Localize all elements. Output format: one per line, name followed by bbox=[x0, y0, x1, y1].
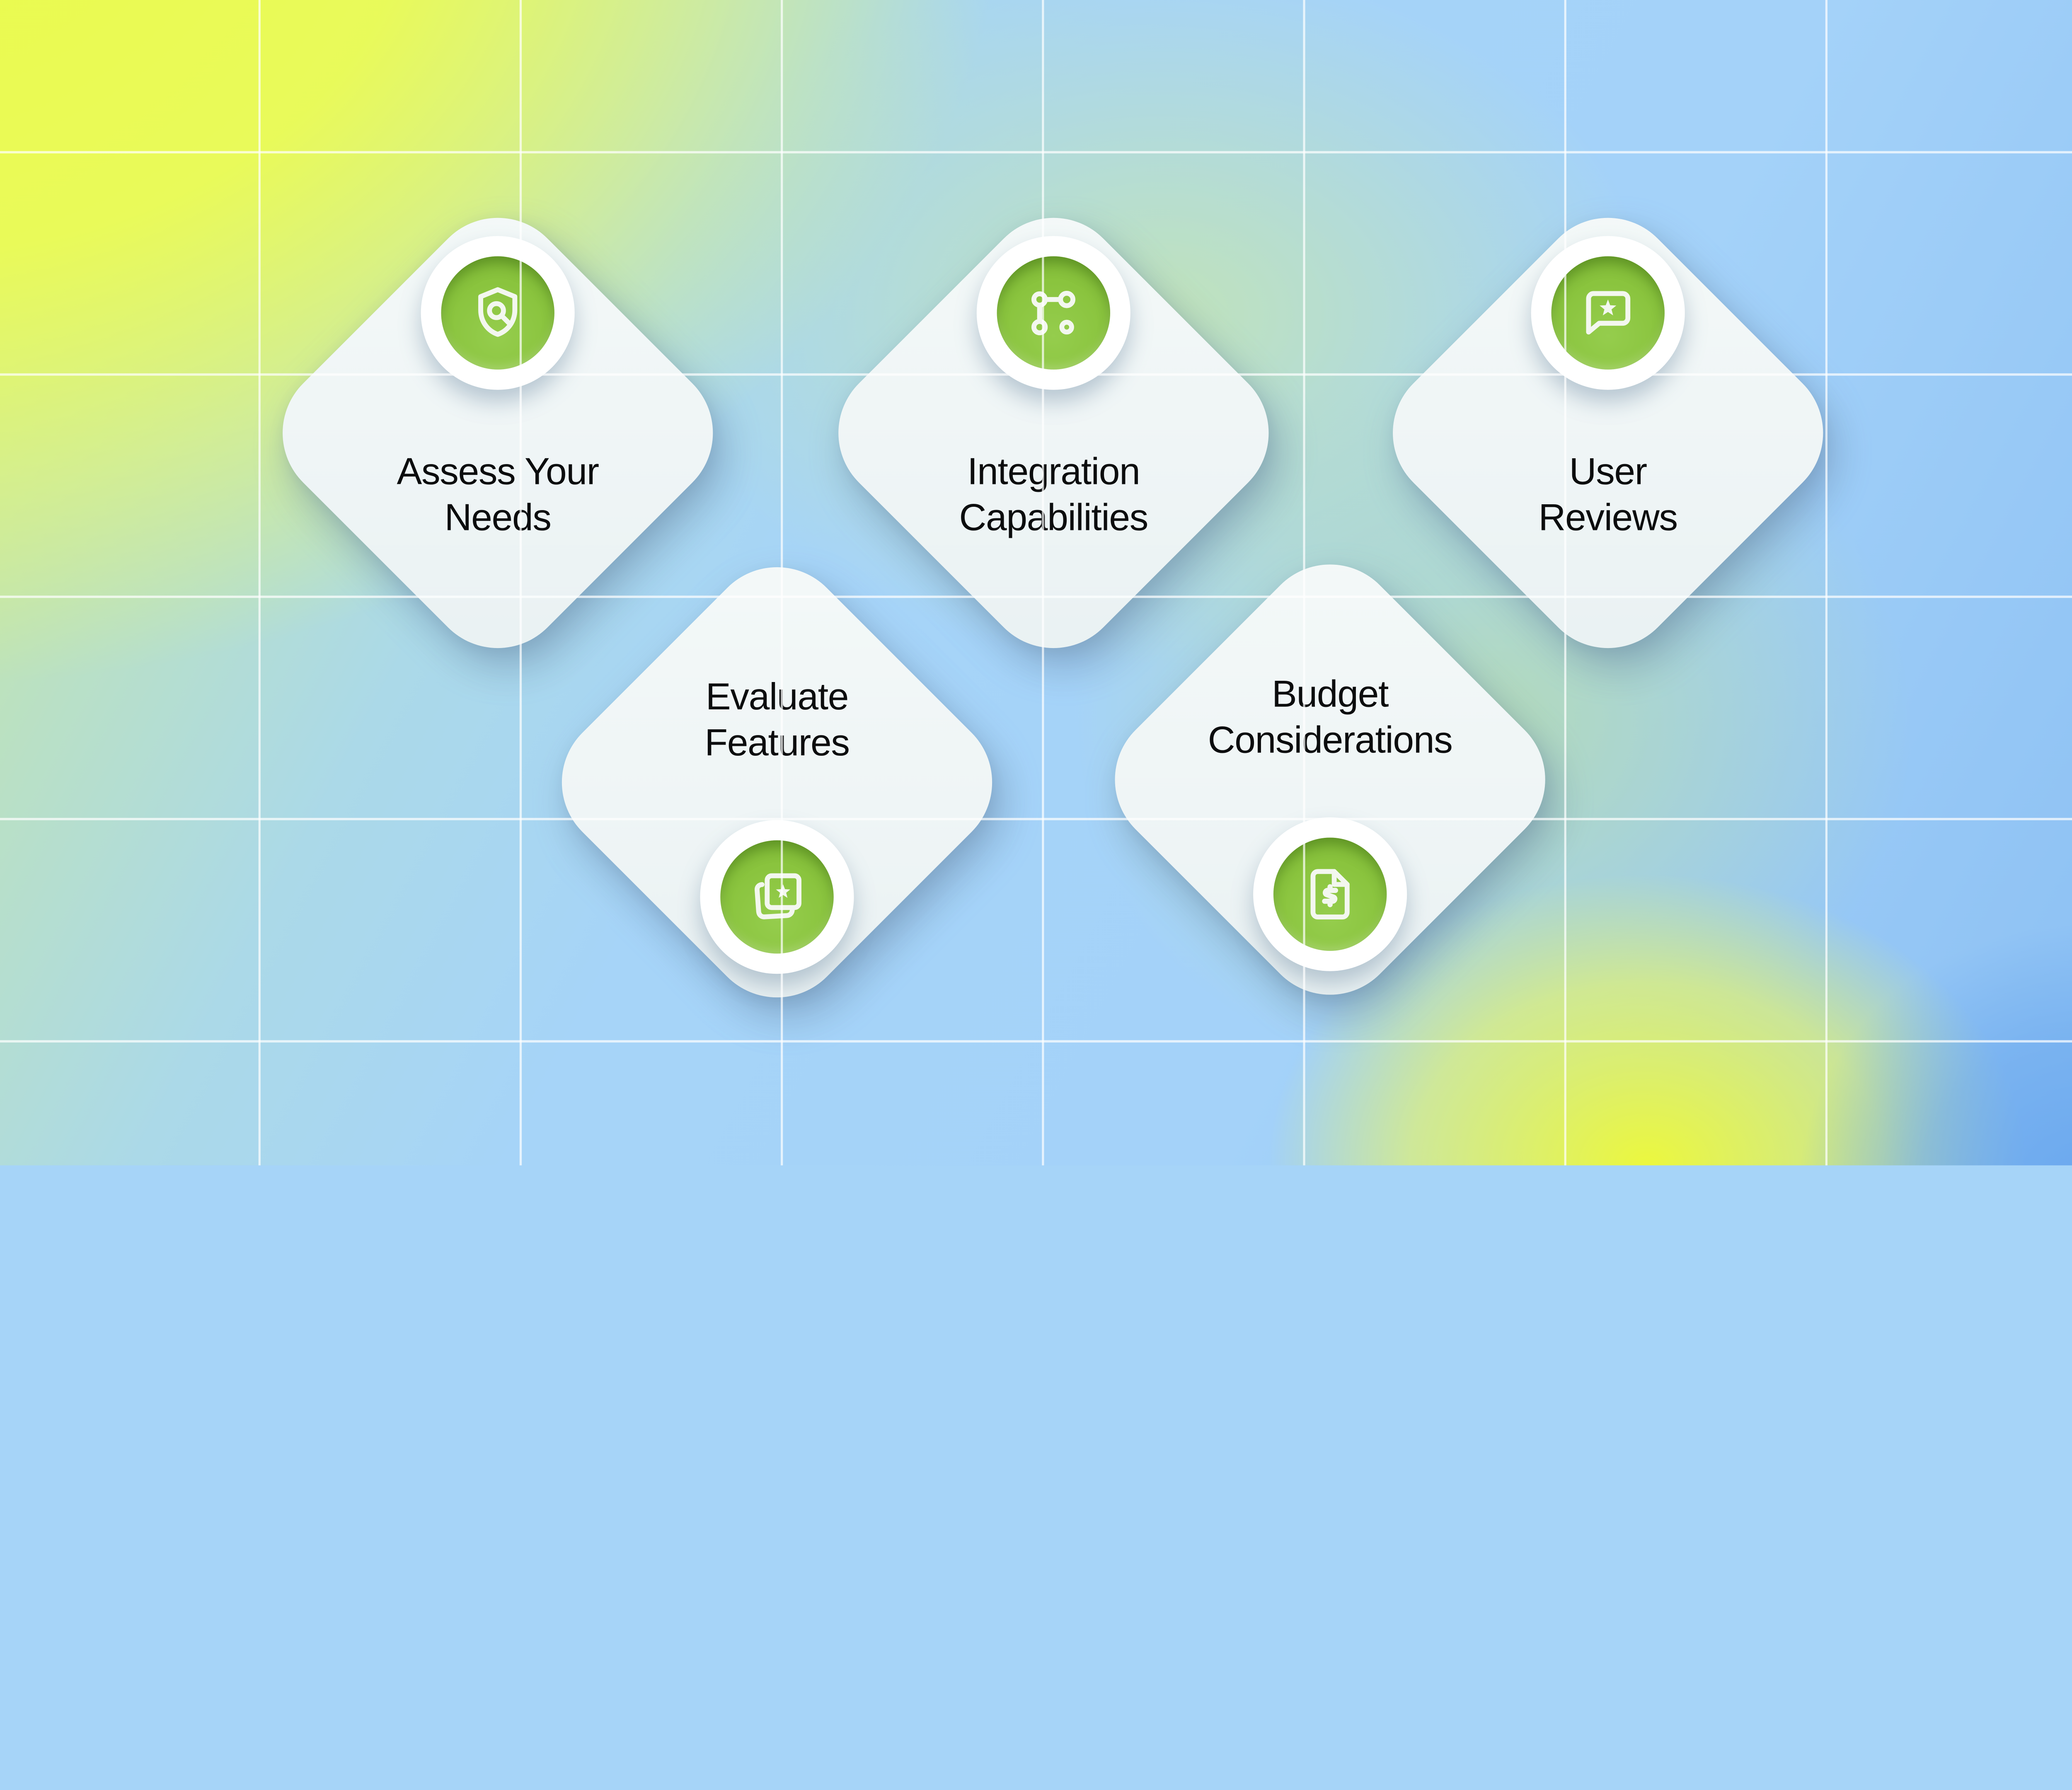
card-label: User Reviews bbox=[1399, 449, 1817, 541]
card-label-line1: Assess Your bbox=[397, 450, 599, 493]
icon-circle bbox=[1273, 837, 1387, 951]
file-dollar-icon bbox=[1310, 869, 1350, 920]
card-label-line1: Budget bbox=[1272, 673, 1389, 715]
icon-circle bbox=[720, 840, 834, 954]
schema-icon bbox=[1031, 290, 1076, 336]
card-budget-considerations: Budget Considerations bbox=[1086, 535, 1574, 1024]
shield-search-icon bbox=[478, 287, 518, 337]
card-label-line2: Considerations bbox=[1208, 719, 1453, 761]
card-label-line1: Integration bbox=[967, 450, 1140, 493]
icon-circle bbox=[1551, 256, 1665, 370]
icon-badge bbox=[421, 236, 575, 390]
photo-star-icon bbox=[755, 873, 801, 919]
card-assess-your-needs: Assess Your Needs bbox=[253, 189, 742, 677]
card-label: Evaluate Features bbox=[568, 675, 986, 766]
card-label-line2: Needs bbox=[444, 496, 552, 538]
card-evaluate-features: Evaluate Features bbox=[533, 538, 1021, 1027]
card-label-line1: User bbox=[1569, 450, 1648, 493]
infographic-canvas: Assess Your Needs bbox=[0, 0, 2072, 1166]
icon-badge bbox=[1253, 817, 1407, 971]
card-label: Assess Your Needs bbox=[289, 449, 707, 541]
message-star-icon bbox=[1586, 291, 1631, 335]
card-label-line2: Capabilities bbox=[959, 496, 1149, 538]
card-label-line2: Reviews bbox=[1538, 496, 1678, 538]
card-label-line1: Evaluate bbox=[705, 675, 849, 718]
card-user-reviews: User Reviews bbox=[1363, 189, 1852, 677]
card-label: Budget Considerations bbox=[1121, 672, 1539, 763]
icon-badge bbox=[1531, 236, 1685, 390]
card-label: Integration Capabilities bbox=[845, 449, 1263, 541]
card-label-line2: Features bbox=[704, 721, 850, 764]
icon-circle bbox=[997, 256, 1111, 370]
icon-badge bbox=[976, 236, 1130, 390]
card-integration-capabilities: Integration Capabilities bbox=[809, 189, 1298, 677]
icon-badge bbox=[700, 820, 854, 974]
icon-circle bbox=[441, 256, 554, 370]
